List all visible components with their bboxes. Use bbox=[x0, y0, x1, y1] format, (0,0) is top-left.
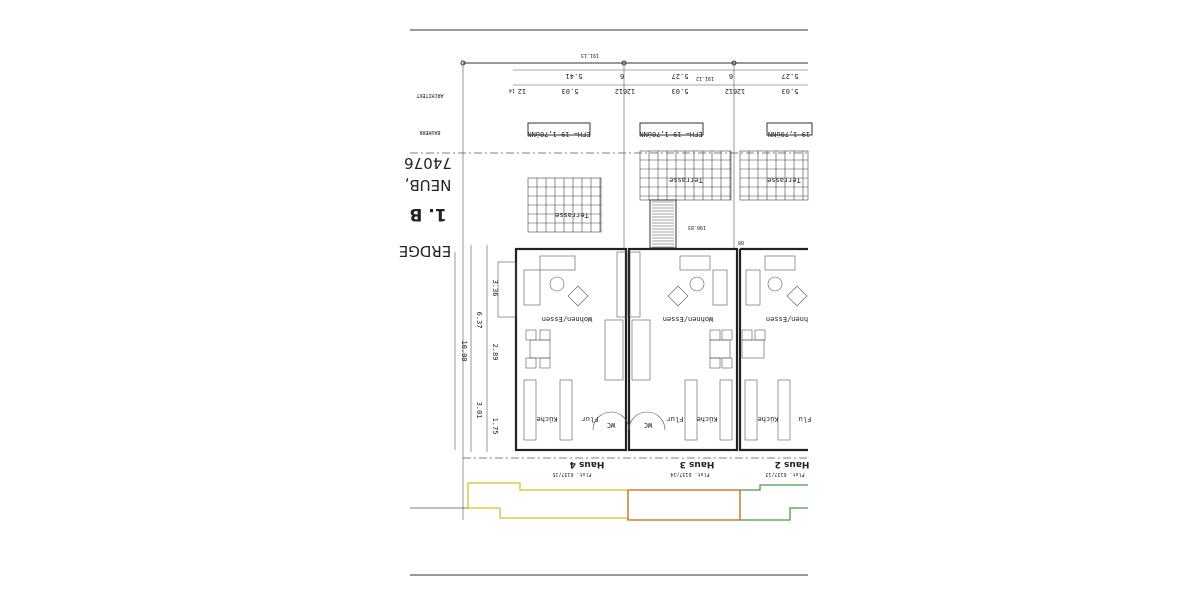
svg-text:12: 12 bbox=[615, 87, 623, 95]
svg-text:12: 12 bbox=[737, 87, 745, 95]
svg-text:5.27: 5.27 bbox=[672, 72, 689, 80]
svg-text:ERDGE: ERDGE bbox=[399, 242, 452, 260]
svg-text:Küche: Küche bbox=[757, 415, 778, 423]
svg-text:Haus 2: Haus 2 bbox=[775, 459, 810, 469]
terraces bbox=[527, 150, 809, 249]
svg-text:NEUB,: NEUB, bbox=[405, 176, 452, 194]
svg-text:Küche: Küche bbox=[696, 415, 717, 423]
svg-text:3.01: 3.01 bbox=[475, 402, 483, 419]
terrace-label: Terrasse bbox=[555, 211, 589, 219]
svg-text:WC: WC bbox=[644, 421, 652, 429]
terrace-grid bbox=[639, 150, 732, 201]
svg-text:6: 6 bbox=[623, 87, 627, 95]
svg-text:3.36: 3.36 bbox=[491, 280, 499, 297]
svg-text:Flu: Flu bbox=[799, 415, 812, 423]
left-dimensions: 10.00 6.37 3.01 3.36 2.89 1.75 bbox=[454, 245, 499, 452]
svg-text:191.13: 191.13 bbox=[581, 52, 599, 58]
svg-text:Wohnen/Essen: Wohnen/Essen bbox=[542, 315, 593, 323]
svg-text:WC: WC bbox=[607, 421, 615, 429]
svg-text:10.00: 10.00 bbox=[460, 340, 468, 361]
svg-text:2.89: 2.89 bbox=[491, 344, 499, 361]
svg-text:Haus 3: Haus 3 bbox=[680, 459, 715, 469]
svg-text:EFH= 19 1,70üNN: EFH= 19 1,70üNN bbox=[527, 130, 590, 138]
svg-text:12: 12 bbox=[725, 87, 733, 95]
svg-text:hnen/Essen: hnen/Essen bbox=[766, 315, 808, 323]
svg-text:5.03: 5.03 bbox=[562, 87, 579, 95]
svg-text:Flst. 6137/13: Flst. 6137/13 bbox=[765, 471, 804, 477]
efh-labels: EFH= 19 1,70üNN EFH= 19 1,70üNN 19 1,70ü… bbox=[527, 122, 813, 138]
svg-text:Wohnen/Essen: Wohnen/Essen bbox=[663, 315, 714, 323]
svg-text:BAUHERR: BAUHERR bbox=[418, 129, 440, 135]
svg-text:19 1,70üNN: 19 1,70üNN bbox=[768, 130, 810, 138]
svg-text:14: 14 bbox=[509, 87, 515, 93]
svg-text:6: 6 bbox=[729, 72, 733, 80]
marker-label: 88 bbox=[738, 239, 744, 245]
svg-text:Flur: Flur bbox=[582, 415, 599, 423]
svg-text:Küche: Küche bbox=[536, 415, 557, 423]
lot-lines bbox=[410, 482, 808, 521]
house-labels: Haus 4 Haus 3 Haus 2 Flst. 6137/15 Flst.… bbox=[552, 459, 809, 477]
svg-text:6.37: 6.37 bbox=[475, 312, 483, 329]
terrace-label: Terrasse bbox=[669, 176, 703, 184]
terrace-grid bbox=[739, 150, 809, 201]
svg-text:Haus 4: Haus 4 bbox=[570, 459, 605, 469]
svg-text:191.12: 191.12 bbox=[696, 75, 714, 81]
svg-text:Flst. 6137/14: Flst. 6137/14 bbox=[670, 471, 709, 477]
svg-text:12: 12 bbox=[627, 87, 635, 95]
svg-text:1.75: 1.75 bbox=[491, 418, 499, 435]
terrace-stairs bbox=[649, 199, 677, 249]
svg-text:5.03: 5.03 bbox=[672, 87, 689, 95]
svg-text:EFH= 19 1,70üNN: EFH= 19 1,70üNN bbox=[639, 130, 702, 138]
terrace-level: 190.83 bbox=[688, 224, 706, 230]
top-dimensions: 191.13 5.41 6 5.27 6 5.27 191.12 12 14 5… bbox=[460, 52, 808, 520]
terrace-label: Terrasse bbox=[767, 176, 801, 184]
svg-text:ARCHITEKT: ARCHITEKT bbox=[416, 92, 443, 98]
svg-text:6: 6 bbox=[733, 87, 737, 95]
svg-text:Flur: Flur bbox=[667, 415, 684, 423]
svg-text:6: 6 bbox=[620, 72, 624, 80]
house-walls bbox=[497, 247, 808, 452]
svg-text:1. B: 1. B bbox=[409, 204, 446, 224]
room-labels: Wohnen/Essen Wohnen/Essen hnen/Essen Küc… bbox=[536, 315, 811, 429]
svg-text:5.41: 5.41 bbox=[566, 72, 583, 80]
title-block: ARCHITEKT BAUHERR 74076 NEUB, 1. B ERDGE bbox=[399, 92, 452, 260]
svg-text:5.03: 5.03 bbox=[782, 87, 799, 95]
svg-text:74076: 74076 bbox=[404, 154, 452, 172]
svg-text:Flst. 6137/15: Flst. 6137/15 bbox=[552, 471, 591, 477]
svg-text:5.27: 5.27 bbox=[782, 72, 799, 80]
svg-text:12: 12 bbox=[518, 87, 526, 95]
